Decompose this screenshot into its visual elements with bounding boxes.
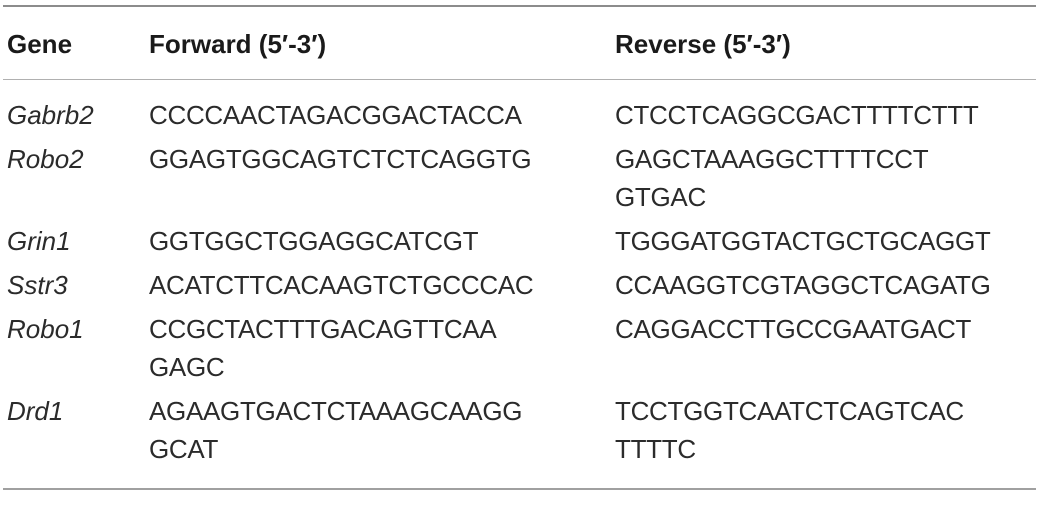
- reverse-primer-cell: CTCCTCAGGCGACTTTTCTTT: [615, 100, 979, 130]
- forward-primer-cell: GGTGGCTGGAGGCATCGT: [149, 226, 479, 256]
- gene-cell: Robo1: [7, 314, 84, 344]
- table-bottom-rule: [3, 488, 1036, 490]
- header-divider-rule: [3, 79, 1036, 80]
- gene-cell: Grin1: [7, 226, 71, 256]
- reverse-primer-cell: GAGCTAAAGGCTTTTCCT GTGAC: [615, 144, 929, 212]
- header-gene: Gene: [7, 29, 73, 59]
- reverse-primer-cell: TCCTGGTCAATCTCAGTCAC TTTTC: [615, 396, 964, 464]
- table-row: Drd1 AGAAGTGACTCTAAAGCAAGG GCAT TCCTGGTC…: [3, 392, 1036, 468]
- table-row: Gabrb2 CCCCAACTAGACGGACTACCA CTCCTCAGGCG…: [3, 96, 1036, 134]
- forward-primer-cell: ACATCTTCACAAGTCTGCCCAC: [149, 270, 534, 300]
- forward-primer-cell: AGAAGTGACTCTAAAGCAAGG GCAT: [149, 396, 523, 464]
- gene-cell: Gabrb2: [7, 100, 94, 130]
- table-row: Robo2 GGAGTGGCAGTCTCTCAGGTG GAGCTAAAGGCT…: [3, 140, 1036, 216]
- reverse-primer-cell: TGGGATGGTACTGCTGCAGGT: [615, 226, 991, 256]
- reverse-primer-cell: CAGGACCTTGCCGAATGACT: [615, 314, 972, 344]
- header-forward: Forward (5′-3′): [149, 29, 327, 59]
- table-row: Robo1 CCGCTACTTTGACAGTTCAA GAGC CAGGACCT…: [3, 310, 1036, 386]
- table-row: Sstr3 ACATCTTCACAAGTCTGCCCAC CCAAGGTCGTA…: [3, 266, 1036, 304]
- gene-cell: Drd1: [7, 396, 64, 426]
- gene-cell: Robo2: [7, 144, 84, 174]
- primer-table: Gene Forward (5′-3′) Reverse (5′-3′) Gab…: [3, 5, 1036, 490]
- header-reverse: Reverse (5′-3′): [615, 29, 791, 59]
- forward-primer-cell: GGAGTGGCAGTCTCTCAGGTG: [149, 144, 532, 174]
- table-header-row: Gene Forward (5′-3′) Reverse (5′-3′): [3, 7, 1036, 79]
- forward-primer-cell: CCGCTACTTTGACAGTTCAA GAGC: [149, 314, 497, 382]
- reverse-primer-cell: CCAAGGTCGTAGGCTCAGATG: [615, 270, 991, 300]
- table-top-rule: [3, 5, 1036, 7]
- table-row: Grin1 GGTGGCTGGAGGCATCGT TGGGATGGTACTGCT…: [3, 222, 1036, 260]
- table-body: Gabrb2 CCCCAACTAGACGGACTACCA CTCCTCAGGCG…: [3, 80, 1036, 488]
- gene-cell: Sstr3: [7, 270, 68, 300]
- forward-primer-cell: CCCCAACTAGACGGACTACCA: [149, 100, 522, 130]
